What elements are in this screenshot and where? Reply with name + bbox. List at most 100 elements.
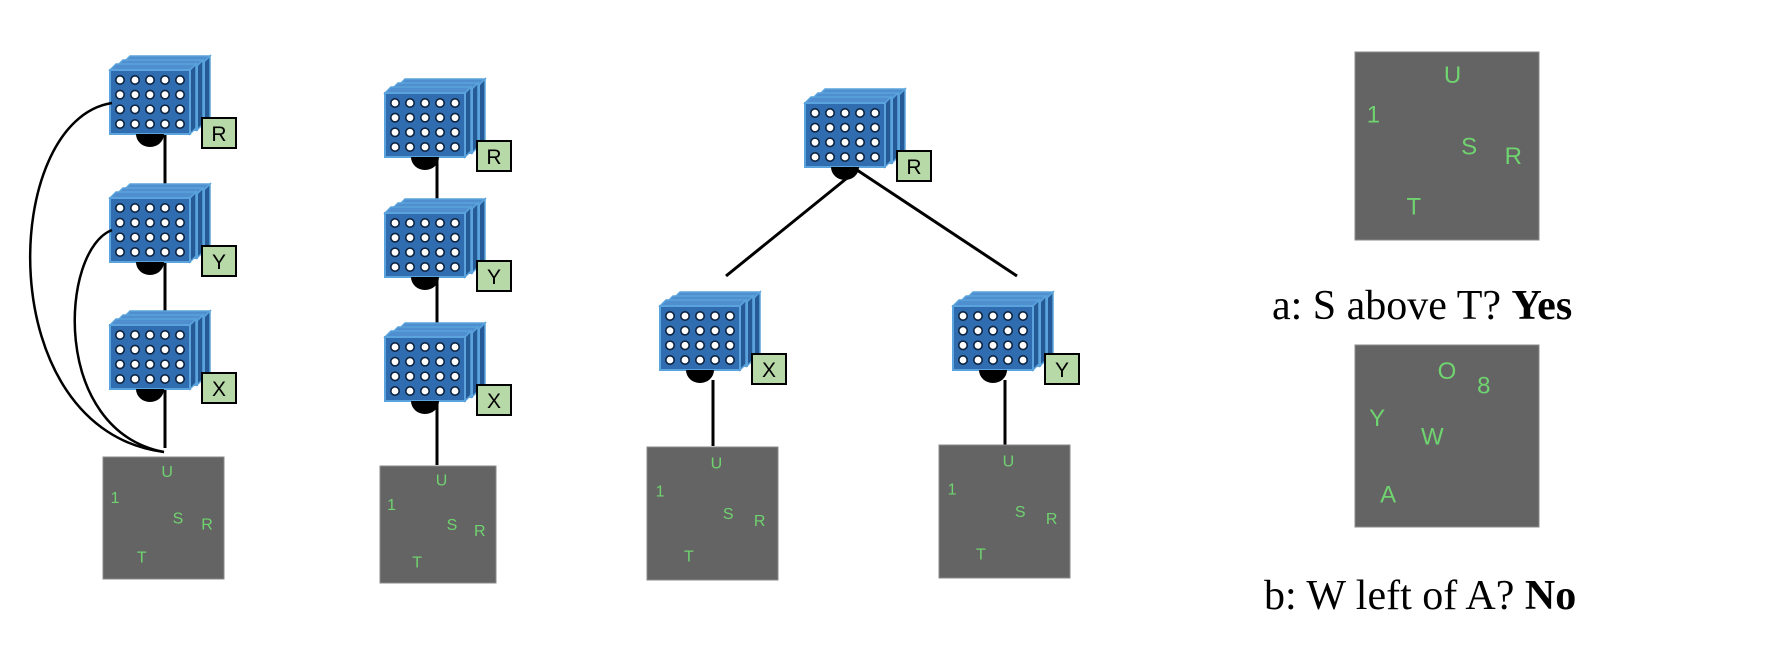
module-unit: [115, 329, 126, 340]
module-cap: [831, 167, 859, 180]
module-unit: [160, 89, 171, 100]
module-unit: [389, 261, 400, 272]
skip-connection: [29, 101, 165, 454]
module-unit: [434, 385, 445, 396]
image-character: R: [474, 523, 486, 540]
module-unit: [694, 310, 705, 321]
edge: [725, 168, 858, 278]
input-image-background: [102, 456, 225, 580]
module-unit: [419, 385, 430, 396]
module-label-box: [201, 117, 237, 149]
module-unit: [175, 89, 186, 100]
image-character: U: [1003, 454, 1015, 471]
module-unit: [449, 385, 460, 396]
module-label: X: [212, 378, 226, 401]
image-character: 1: [111, 490, 120, 507]
module-unit: [145, 75, 156, 86]
module-unit: [824, 152, 835, 163]
module-label-box: [201, 372, 237, 404]
image-character: U: [711, 456, 723, 473]
module-unit: [130, 344, 141, 355]
module-unit: [404, 356, 415, 367]
module-unit: [987, 325, 998, 336]
input-image-background: [379, 465, 497, 584]
module-unit: [115, 104, 126, 115]
module-unit: [389, 341, 400, 352]
module-unit: [115, 247, 126, 258]
image-character: S: [723, 506, 734, 523]
module-unit: [130, 89, 141, 100]
module-unit: [175, 104, 186, 115]
module-unit: [724, 310, 735, 321]
module-unit: [694, 340, 705, 351]
module-unit: [434, 356, 445, 367]
image-character: T: [412, 555, 422, 572]
module-unit: [130, 203, 141, 214]
module-label-box: [896, 150, 932, 182]
module-cap: [136, 389, 164, 402]
module-unit: [824, 108, 835, 119]
neural-module: X: [108, 309, 237, 404]
module-unit: [1002, 310, 1013, 321]
module-label-box: [201, 245, 237, 277]
module-label: X: [762, 359, 776, 382]
module-unit: [160, 232, 171, 243]
module-unit: [115, 89, 126, 100]
neural-module: Y: [108, 182, 237, 277]
module-unit: [130, 104, 141, 115]
module-unit: [145, 329, 156, 340]
module-unit: [824, 137, 835, 148]
module-unit: [679, 310, 690, 321]
module-unit: [449, 341, 460, 352]
module-unit: [449, 356, 460, 367]
module-unit: [145, 203, 156, 214]
module-unit: [389, 218, 400, 229]
neural-module: R: [383, 77, 512, 172]
module-cap: [411, 277, 439, 290]
module-unit: [434, 232, 445, 243]
module-unit: [972, 325, 983, 336]
module-cap: [136, 262, 164, 275]
module-unit: [449, 142, 460, 153]
module-unit: [389, 385, 400, 396]
module-unit: [679, 340, 690, 351]
module-unit: [389, 356, 400, 367]
module-unit: [389, 247, 400, 258]
module-unit: [1002, 340, 1013, 351]
image-character: U: [1444, 62, 1461, 89]
image-character: W: [1421, 423, 1444, 450]
module-unit: [724, 354, 735, 365]
module-unit: [839, 122, 850, 133]
module-label: Y: [212, 251, 226, 274]
neural-module: X: [658, 290, 787, 385]
module-unit: [145, 344, 156, 355]
module-unit: [130, 373, 141, 384]
image-character: R: [201, 517, 213, 534]
image-character: U: [436, 473, 448, 490]
module-unit: [957, 354, 968, 365]
image-character: S: [173, 511, 184, 528]
module-label-box: [476, 384, 512, 416]
module-unit: [115, 232, 126, 243]
module-unit: [987, 354, 998, 365]
example-b-question: b: W left of A?: [1264, 573, 1515, 619]
module-unit: [115, 203, 126, 214]
image-character: Y: [1369, 405, 1385, 432]
module-unit: [145, 373, 156, 384]
module-unit: [419, 261, 430, 272]
module-unit: [987, 340, 998, 351]
neural-module: R: [803, 87, 932, 182]
module-unit: [175, 75, 186, 86]
module-unit: [434, 247, 445, 258]
module-unit: [175, 247, 186, 258]
module-unit: [160, 329, 171, 340]
module-label-box: [751, 353, 787, 385]
module-unit: [130, 359, 141, 370]
module-unit: [389, 371, 400, 382]
module-unit: [115, 344, 126, 355]
module-unit: [404, 232, 415, 243]
